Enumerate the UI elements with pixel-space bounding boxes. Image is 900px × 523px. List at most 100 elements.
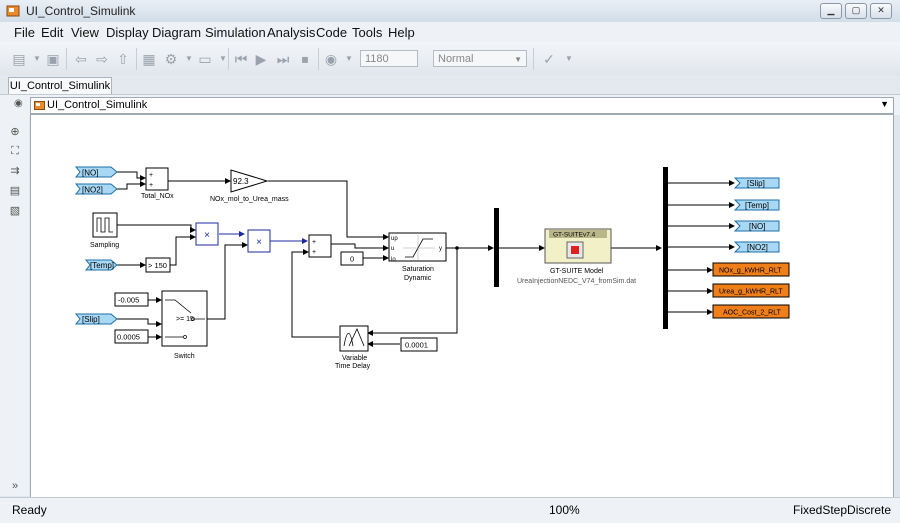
zoom-level: 100%	[549, 503, 580, 517]
maximize-button[interactable]: ▢	[845, 3, 867, 19]
saturation-dynamic-block[interactable]: up u lo y Saturation Dynamic	[388, 232, 447, 282]
constant-pos-block[interactable]: 0.0005	[114, 329, 149, 344]
svg-text:+: +	[312, 249, 316, 256]
constant-delay-block[interactable]: 0.0001	[400, 337, 438, 352]
simulink-app-icon	[6, 5, 20, 17]
model-advisor-check-icon[interactable]: ✓	[543, 51, 555, 67]
svg-text:[NO]: [NO]	[749, 222, 765, 231]
goto-tag-temp[interactable]: [Temp]	[733, 199, 780, 211]
simulation-mode-value: Normal	[438, 53, 474, 65]
menu-diagram[interactable]: Diagram	[152, 25, 202, 40]
settings-chevron-down-icon[interactable]: ▼	[185, 54, 193, 63]
up-arrow-icon[interactable]: ⇧	[117, 51, 129, 67]
svg-text:AOC_Cost_2_RLT: AOC_Cost_2_RLT	[723, 310, 782, 317]
svg-text:UreaInjectionNEDC_V74_fromSim.: UreaInjectionNEDC_V74_fromSim.dat	[517, 278, 636, 285]
minimize-button[interactable]: ▁	[820, 3, 842, 19]
svg-text:+: +	[312, 239, 316, 246]
hide-explorer-icon[interactable]: ◉	[14, 98, 23, 109]
outport-aoc[interactable]: AOC_Cost_2_RLT	[712, 304, 790, 319]
svg-text:-0.005: -0.005	[118, 296, 139, 305]
svg-text:GT-SUITE Model: GT-SUITE Model	[550, 268, 604, 275]
settings-gear-icon[interactable]: ⚙	[164, 51, 178, 67]
outport-nox[interactable]: NOx_g_kWHR_RLT	[712, 262, 790, 277]
svg-text:92.3: 92.3	[233, 177, 249, 186]
from-tag-no2[interactable]: [NO2]	[74, 183, 118, 195]
image-icon[interactable]: ▧	[9, 205, 21, 217]
menu-code[interactable]: Code	[316, 25, 348, 40]
mux-bar[interactable]	[494, 208, 499, 287]
zoom-icon[interactable]: ⊕	[10, 126, 20, 138]
library-browser-icon[interactable]: ▦	[142, 51, 156, 67]
simulation-mode-select[interactable]: Normal ▼	[433, 50, 527, 67]
run-icon[interactable]: ▶	[255, 51, 267, 67]
switch-block[interactable]: >= 15 Switch	[161, 290, 208, 360]
stop-icon[interactable]: ⏹	[301, 51, 309, 67]
close-button[interactable]: ✕	[870, 3, 892, 19]
expand-palette-icon[interactable]: »	[11, 480, 19, 492]
product-block-2[interactable]: ×	[247, 229, 271, 253]
back-arrow-icon[interactable]: ⇦	[75, 51, 87, 67]
from-tag-temp[interactable]: [Temp]	[84, 259, 118, 271]
model-explorer-icon[interactable]: ▭	[198, 51, 212, 67]
menu-help[interactable]: Help	[388, 25, 415, 40]
solver-label: FixedStepDiscrete	[793, 503, 892, 517]
menu-simulation[interactable]: Simulation	[205, 25, 266, 40]
svg-text:0.0001: 0.0001	[405, 341, 428, 350]
fit-view-icon[interactable]: ⛶	[11, 145, 19, 157]
svg-text:u: u	[391, 246, 394, 252]
tab-bar: UI_Control_Simulink	[0, 76, 900, 95]
svg-text:up: up	[391, 236, 398, 242]
compare-constant-block[interactable]: > 150	[145, 257, 171, 273]
svg-text:[Temp]: [Temp]	[745, 201, 769, 210]
gain-block[interactable]: 92.3 NOx_mol_to_Urea_mass	[210, 169, 289, 203]
stop-time-input[interactable]: 1180	[360, 50, 418, 67]
step-back-icon[interactable]: ⏮	[234, 51, 248, 67]
arrows-icon[interactable]: ⇉	[10, 165, 20, 177]
model-canvas[interactable]: [NO] [NO2] [Temp] [Slip] + + Total_NOx 9…	[30, 114, 894, 498]
svg-text:[NO2]: [NO2]	[82, 186, 103, 195]
menu-bar: File Edit View Display Diagram Simulatio…	[0, 22, 900, 42]
constant-neg-block[interactable]: -0.005	[114, 292, 149, 307]
menu-tools[interactable]: Tools	[352, 25, 383, 40]
advisor-chevron-down-icon[interactable]: ▼	[565, 54, 573, 63]
goto-tag-slip[interactable]: [Slip]	[733, 177, 780, 189]
forward-arrow-icon[interactable]: ⇨	[96, 51, 108, 67]
svg-text:+: +	[149, 182, 153, 189]
address-bar: ◉ UI_Control_Simulink ▼	[0, 94, 900, 115]
svg-text:×: ×	[204, 230, 210, 241]
sampling-pulse-block[interactable]: Sampling	[90, 212, 119, 249]
new-model-icon[interactable]: ▤	[12, 51, 26, 67]
gt-suite-block[interactable]: GT-SUITEv7.4 GT-SUITE Model UreaInjectio…	[517, 228, 636, 285]
menu-analysis[interactable]: Analysis	[267, 25, 316, 40]
svg-text:[Slip]: [Slip]	[82, 315, 100, 324]
title-bar: UI_Control_Simulink ▁ ▢ ✕	[0, 0, 900, 23]
sum-block-2[interactable]: + +	[308, 234, 332, 258]
menu-view[interactable]: View	[71, 25, 99, 40]
step-forward-icon[interactable]: ⏭	[276, 51, 290, 67]
new-dropdown-chevron-down-icon[interactable]: ▼	[33, 54, 41, 63]
model-path-box[interactable]: UI_Control_Simulink ▼	[30, 97, 894, 114]
path-chevron-down-icon[interactable]: ▼	[880, 99, 889, 109]
menu-file[interactable]: File	[14, 25, 35, 40]
tab-model[interactable]: UI_Control_Simulink	[8, 77, 112, 95]
demux-bar[interactable]	[663, 167, 668, 329]
goto-tag-no2[interactable]: [NO2]	[733, 241, 780, 253]
from-tag-slip[interactable]: [Slip]	[74, 313, 118, 325]
menu-edit[interactable]: Edit	[41, 25, 64, 40]
record-icon[interactable]: ◉	[324, 51, 338, 67]
menu-display[interactable]: Display	[106, 25, 149, 40]
product-block-1[interactable]: ×	[195, 222, 219, 246]
svg-text:[Temp]: [Temp]	[90, 261, 114, 270]
save-icon[interactable]: ▣	[46, 51, 60, 67]
explorer-chevron-down-icon[interactable]: ▼	[219, 54, 227, 63]
variable-time-delay-block[interactable]: Variable Time Delay	[335, 325, 371, 370]
total-nox-sum-block[interactable]: + + Total_NOx	[141, 167, 174, 200]
model-path-label: UI_Control_Simulink	[47, 99, 148, 111]
record-chevron-down-icon[interactable]: ▼	[345, 54, 353, 63]
svg-text:0: 0	[350, 255, 354, 264]
goto-tag-no[interactable]: [NO]	[733, 220, 780, 232]
from-tag-no[interactable]: [NO]	[74, 166, 118, 178]
annotation-icon[interactable]: ▤	[9, 185, 21, 197]
outport-urea[interactable]: Urea_g_kWHR_RLT	[712, 283, 790, 298]
constant-zero-block[interactable]: 0	[340, 251, 364, 266]
